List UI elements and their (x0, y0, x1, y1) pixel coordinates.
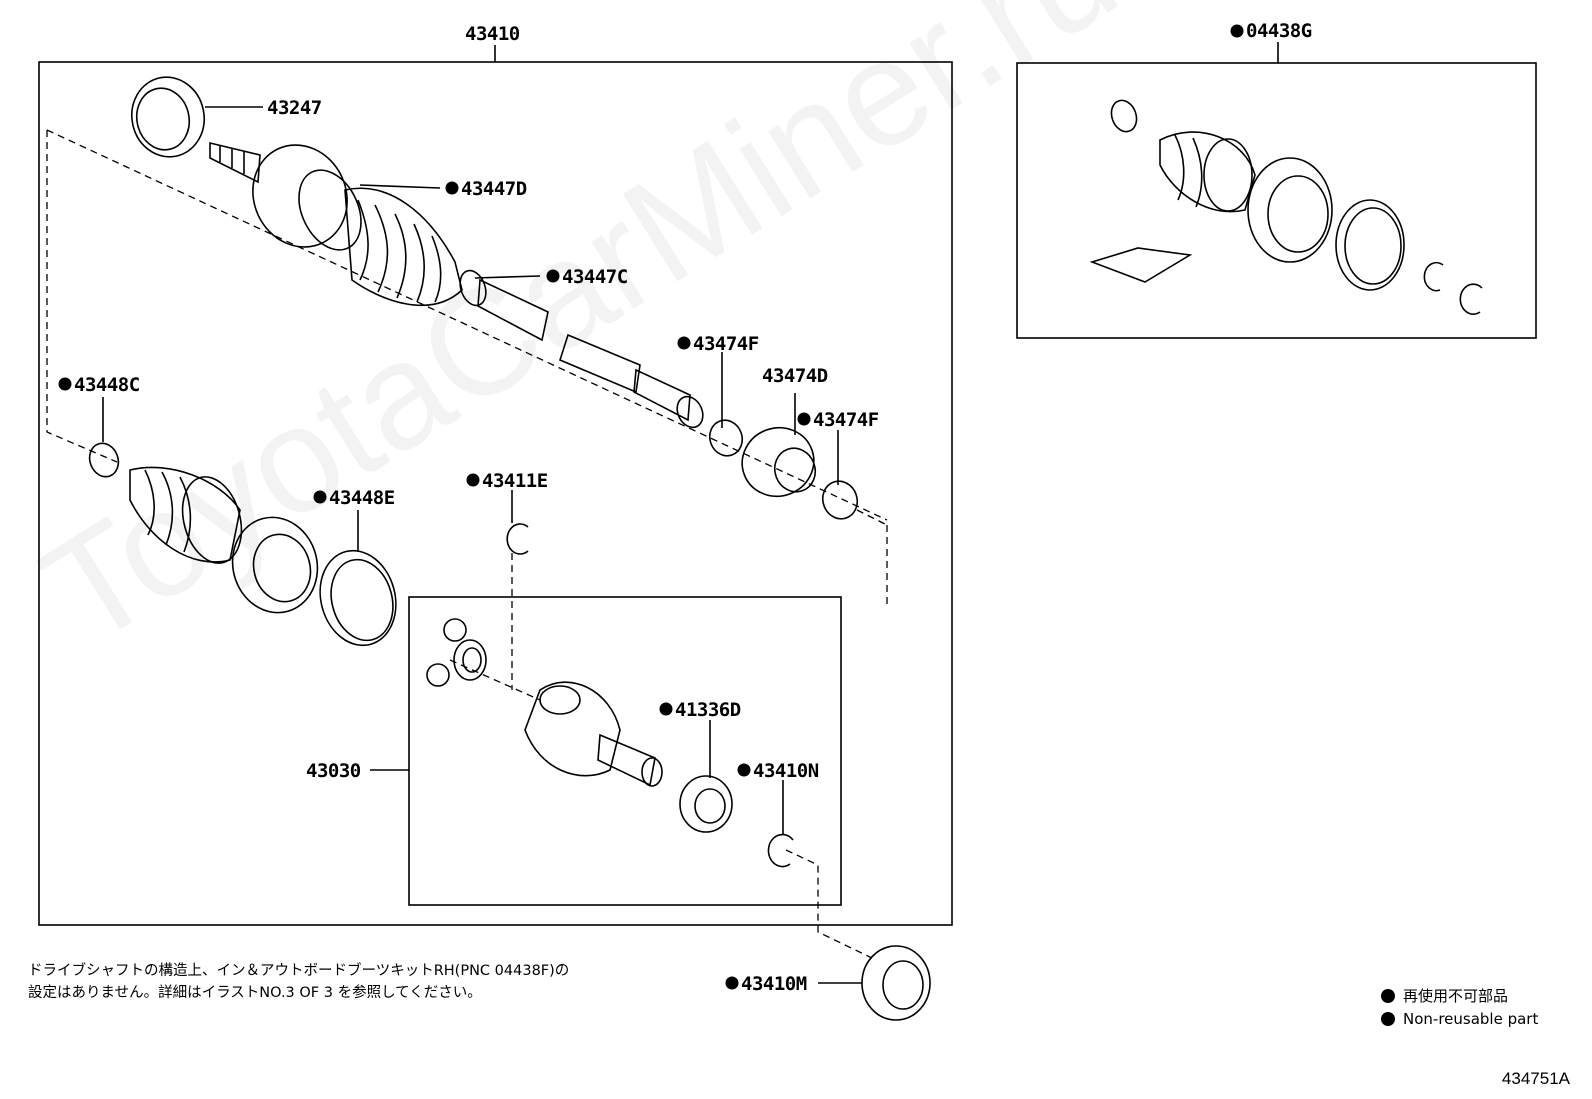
legend-dot (1381, 988, 1395, 1003)
label-43247: 43247 (267, 97, 322, 119)
label-04438G: 04438G (1246, 20, 1312, 42)
legend-en-text: Non-reusable part (1403, 1010, 1539, 1028)
label-43447C: 43447C (562, 266, 628, 288)
label-41336D: 41336D (675, 699, 741, 721)
label-43411E: 43411E (482, 470, 548, 492)
legend-en: Non-reusable part (1381, 1010, 1538, 1028)
legend-dot (1381, 1012, 1395, 1026)
bearing-43410M-shape (861, 945, 931, 1021)
legend-ja: 再使用不可部品 (1381, 985, 1508, 1006)
label-43474D: 43474D (762, 365, 828, 387)
inboard-boot-shape (129, 466, 319, 614)
label-43410M: 43410M (741, 973, 807, 995)
snap-ring-43410N-shape (767, 833, 794, 868)
bearing-41336D-shape (679, 775, 733, 833)
footnote-line-1: ドライブシャフトの構造上、イン＆アウトボードブーツキットRH(PNC 04438… (28, 963, 570, 979)
legend-ja-text: 再使用不可部品 (1403, 987, 1509, 1005)
damper-43474D-shape (741, 426, 817, 498)
joint-43030-frame (408, 596, 842, 906)
kit-contents-shape (1089, 99, 1483, 315)
label-43447D: 43447D (461, 178, 527, 200)
seal-43247-shape (131, 76, 205, 158)
snap-ring-43411E-shape (506, 523, 529, 555)
label-43410N: 43410N (753, 760, 819, 782)
label-43474F-a: 43474F (693, 333, 759, 355)
ring-43474F-b-shape (821, 480, 859, 520)
clamp-43448E-shape (319, 549, 397, 647)
label-43030: 43030 (306, 760, 361, 782)
kit-04438G-frame (1016, 62, 1537, 339)
label-43448E: 43448E (329, 487, 395, 509)
tripod-shape (426, 618, 487, 687)
footnote-line-2: 設定はありません。詳細はイラストNO.3 OF 3 を参照してください。 (28, 985, 482, 1001)
label-43474F-b: 43474F (813, 409, 879, 431)
inboard-joint-shape (524, 681, 663, 787)
diagram-code: 434751A (1501, 1069, 1570, 1088)
footnote: ドライブシャフトの構造上、イン＆アウトボードブーツキットRH(PNC 04438… (28, 960, 569, 1004)
outboard-shaft-shape (209, 141, 704, 429)
label-43448C: 43448C (74, 374, 140, 396)
clamp-43448C-shape (88, 442, 120, 478)
ring-43474F-a-shape (708, 419, 744, 457)
label-43410: 43410 (465, 23, 520, 45)
